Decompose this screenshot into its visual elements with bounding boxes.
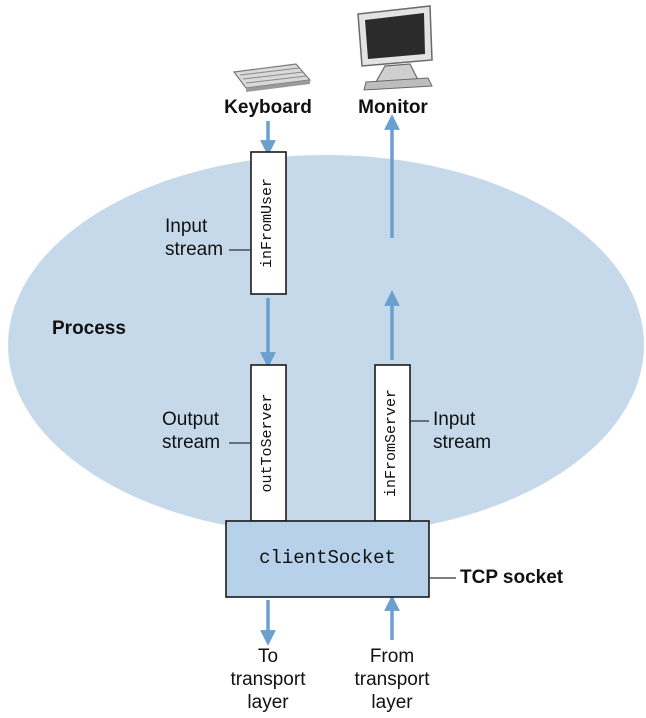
- from-transport-label-2: transport: [354, 669, 430, 690]
- to-transport-label-3: layer: [247, 692, 289, 713]
- to-transport-label-1: To: [257, 646, 279, 667]
- input-stream-left-label-1: Input: [165, 216, 208, 237]
- infromuser-box: [250, 151, 287, 295]
- process-label: Process: [52, 318, 126, 339]
- input-stream-right-label-2: stream: [433, 432, 492, 453]
- client-socket-box: [225, 520, 430, 598]
- monitor-label: Monitor: [358, 97, 428, 118]
- outtoserver-box: [250, 364, 287, 522]
- output-stream-label-2: stream: [162, 432, 221, 453]
- keyboard-label: Keyboard: [224, 97, 312, 118]
- tcp-socket-label: TCP socket: [460, 567, 564, 588]
- keyboard-icon: [232, 63, 312, 92]
- output-stream-label-1: Output: [162, 409, 220, 430]
- input-stream-right-label-1: Input: [433, 409, 476, 430]
- outtoserver-text: outToServer: [259, 393, 276, 493]
- infromserver-text: inFromServer: [383, 388, 400, 498]
- process-ellipse: [8, 155, 644, 535]
- monitor-icon: [357, 5, 433, 91]
- input-stream-left-label-2: stream: [165, 239, 224, 260]
- from-transport-label-1: From: [369, 646, 415, 667]
- from-transport-label-3: layer: [371, 692, 413, 713]
- infromserver-box: [374, 364, 411, 522]
- to-transport-label-2: transport: [230, 669, 306, 690]
- infromuser-text: inFromUser: [259, 178, 276, 269]
- client-socket-label: clientSocket: [259, 547, 396, 569]
